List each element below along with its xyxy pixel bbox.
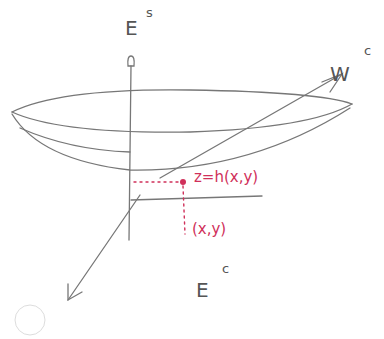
point-label: (x,y) [192, 222, 226, 237]
w-axis [160, 74, 342, 178]
axis-label: c [364, 44, 371, 57]
vertical-axis [129, 66, 131, 240]
axis-label: W [330, 64, 350, 84]
plane-line [131, 196, 262, 200]
axis-tip [128, 56, 134, 66]
axis-label: s [146, 6, 153, 19]
height-drop [183, 186, 185, 234]
e-axis [68, 195, 140, 300]
axis-label: E [196, 280, 209, 300]
bowl-body [12, 108, 350, 170]
e-arrowhead [68, 284, 82, 300]
axis-label: c [222, 262, 229, 275]
punch-hole [15, 305, 45, 335]
surface-point [180, 179, 186, 185]
bowl-shade [20, 128, 130, 152]
bowl-rim-back [12, 90, 352, 112]
axis-label: E [125, 18, 138, 38]
point-label: z=h(x,y) [194, 170, 258, 185]
height-guide [134, 181, 180, 182]
bowl-rim-front [12, 104, 352, 132]
